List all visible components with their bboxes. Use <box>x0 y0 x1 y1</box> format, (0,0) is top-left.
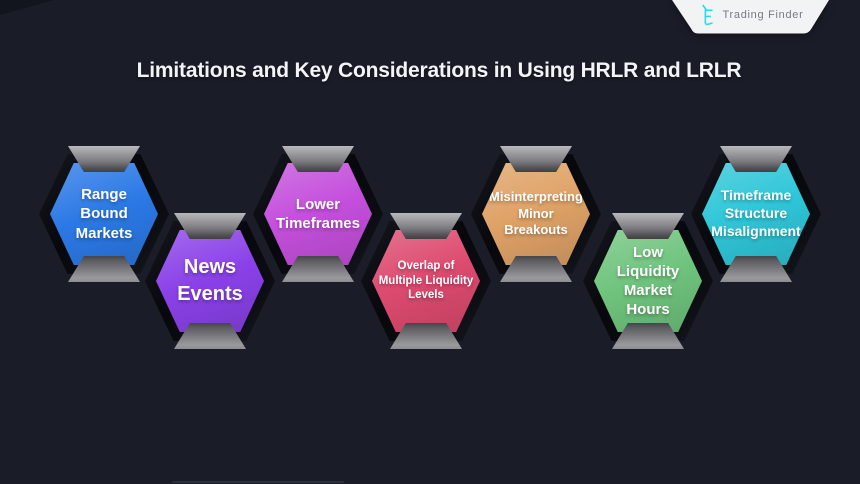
hex-label-line: Range Bound <box>80 186 128 223</box>
hex-label-line: Breakouts <box>504 222 568 238</box>
hex-label-line: Low Liquidity <box>616 243 680 280</box>
brand-badge-background <box>672 0 829 34</box>
bottom-edge-line <box>172 481 344 483</box>
trading-finder-logo-icon <box>701 4 713 26</box>
hex-label-line: News <box>183 256 237 278</box>
brand-name: Trading Finder <box>722 9 804 21</box>
hex-label-line: Structure <box>724 205 788 222</box>
brand-badge: Trading Finder <box>672 0 830 34</box>
hex-label-line: Hours <box>626 301 670 319</box>
hex-label-line: Levels <box>408 289 444 302</box>
hex-label-line: Markets <box>75 224 133 242</box>
hex-label-line: Minor <box>518 205 554 221</box>
corner-decoration <box>0 0 54 15</box>
hex-label-line: Multiple Liquidity <box>378 274 474 287</box>
hex-label-line: Overlap of <box>397 259 455 272</box>
hex-label-line: Misinterpreting <box>489 189 583 205</box>
hex-label-line: Lower <box>295 195 341 213</box>
hex-label-line: Timeframe <box>720 187 792 204</box>
brand-lockup: Trading Finder <box>672 0 830 34</box>
hex-label-line: Timeframes <box>276 215 360 232</box>
page-title: Limitations and Key Considerations in Us… <box>136 59 742 82</box>
hex-label-line: Events <box>177 283 243 305</box>
hex-label-line: Market <box>623 282 673 299</box>
hex-label-line: Misalignment <box>711 222 801 239</box>
